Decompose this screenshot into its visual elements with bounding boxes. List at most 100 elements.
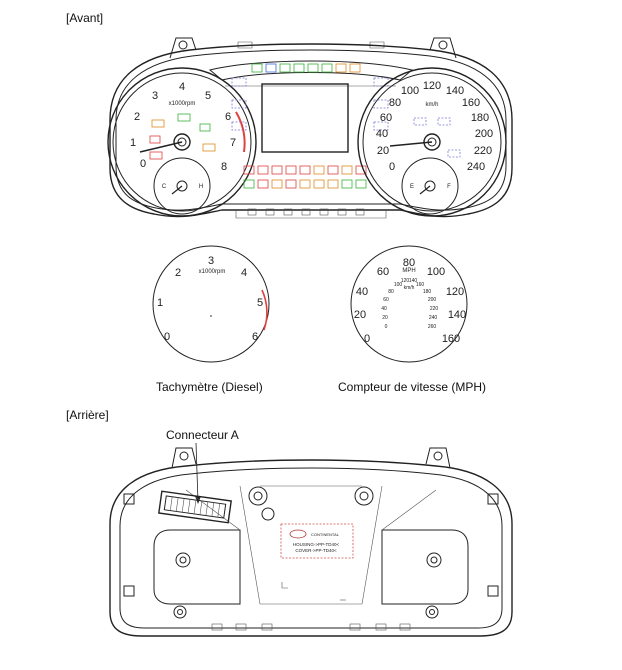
mph-inner-tick-260: 260 xyxy=(428,324,437,330)
indicator-icon xyxy=(355,165,367,175)
mph-tick-140: 140 xyxy=(448,309,466,321)
indicator-icon xyxy=(257,165,269,175)
front-speedo-tick-100: 100 xyxy=(401,85,419,97)
front-speedo-tick-40: 40 xyxy=(376,128,388,140)
front-speedo-tick-80: 80 xyxy=(389,97,401,109)
front-speedo-tick-140: 140 xyxy=(446,85,464,97)
front-tacho-tick-4: 4 xyxy=(179,81,185,93)
front-speedometer: km/h 0 20 40 60 80 100 120 140 160 180 2… xyxy=(357,67,507,217)
diesel-tachometer: x1000rpm 0 1 2 3 4 5 6 xyxy=(152,245,270,363)
mph-inner-tick-180: 180 xyxy=(423,289,432,295)
front-tacho-tick-5: 5 xyxy=(205,90,211,102)
indicator-icon xyxy=(279,63,291,73)
indicator-icon xyxy=(321,63,333,73)
front-fuel-empty: E xyxy=(410,184,414,190)
mph-inner-tick-60: 60 xyxy=(383,297,389,303)
mph-unit: MPH xyxy=(402,268,415,274)
front-tacho-tick-7: 7 xyxy=(230,137,236,149)
front-speedo-tick-160: 160 xyxy=(462,97,480,109)
mph-inner-unit: km/h xyxy=(404,285,415,291)
front-speedo-unit: km/h xyxy=(425,102,438,108)
front-speedo-tick-0: 0 xyxy=(389,161,395,173)
rear-view-label: [Arrière] xyxy=(66,408,109,422)
front-cluster: x1000rpm 0 1 2 3 4 5 6 7 8 C xyxy=(107,37,513,219)
indicator-icon xyxy=(355,179,367,189)
indicator-icon xyxy=(257,179,269,189)
front-speedo-tick-20: 20 xyxy=(377,145,389,157)
indicator-icon xyxy=(243,179,255,189)
front-tacho-tick-0: 0 xyxy=(140,158,146,170)
indicator-icon xyxy=(265,63,277,73)
connector-a xyxy=(158,490,232,524)
mph-inner-tick-40: 40 xyxy=(381,306,387,312)
center-lcd-display xyxy=(261,83,349,153)
housing-marking: HOUSING->PP-TD40< xyxy=(293,542,340,547)
mph-tick-160: 160 xyxy=(442,333,460,345)
front-speedo-tick-180: 180 xyxy=(471,112,489,124)
front-tacho-tick-6: 6 xyxy=(225,111,231,123)
front-fuel-full: F xyxy=(447,184,451,190)
indicator-icon xyxy=(341,165,353,175)
indicator-icon xyxy=(327,165,339,175)
indicator-icon xyxy=(271,179,283,189)
diesel-tacho-tick-3: 3 xyxy=(208,255,214,267)
speedo-mph-caption: Compteur de vitesse (MPH) xyxy=(338,380,487,394)
indicator-icon xyxy=(335,63,347,73)
brand-text: CONTINENTAL xyxy=(311,532,340,537)
front-tacho-unit: x1000rpm xyxy=(169,101,196,107)
front-speedo-needle xyxy=(389,141,433,147)
mph-inner-tick-80: 80 xyxy=(388,289,394,295)
cover-marking: COVER->PP-TD40< xyxy=(295,548,337,553)
tacho-diesel-caption: Tachymètre (Diesel) xyxy=(156,380,263,394)
rear-cluster: CONTINENTAL HOUSING->PP-TD40< COVER->PP-… xyxy=(109,442,513,637)
front-speedo-tick-120: 120 xyxy=(423,80,441,92)
mph-inner-tick-100: 100 xyxy=(394,282,403,288)
front-fuel-gauge: E F xyxy=(401,157,459,215)
mph-tick-40: 40 xyxy=(356,286,368,298)
mph-inner-tick-120: 120 xyxy=(401,278,410,284)
brand-logo-icon xyxy=(289,529,307,539)
front-speedo-tick-220: 220 xyxy=(474,145,492,157)
front-speedo-tick-240: 240 xyxy=(467,161,485,173)
diesel-tacho-tick-0: 0 xyxy=(164,331,170,343)
warning-lamp-icon xyxy=(177,113,191,122)
indicator-icon xyxy=(341,179,353,189)
mph-inner-tick-20: 20 xyxy=(382,315,388,321)
indicator-icon xyxy=(285,165,297,175)
front-speedo-tick-60: 60 xyxy=(380,112,392,124)
mph-speedometer: MPH 0 20 40 60 80 100 120 140 160 km/h 0… xyxy=(350,245,468,363)
bottom-indicator-rows xyxy=(243,165,367,189)
diesel-tacho-tick-1: 1 xyxy=(157,297,163,309)
diesel-tacho-tick-4: 4 xyxy=(241,267,247,279)
front-tacho-needle xyxy=(139,141,183,153)
connector-leader-line xyxy=(195,442,199,503)
front-temp-hot: H xyxy=(199,184,203,190)
mph-inner-tick-200: 200 xyxy=(428,297,437,303)
indicator-icon xyxy=(327,179,339,189)
indicator-icon xyxy=(349,63,361,73)
indicator-icon xyxy=(313,179,325,189)
diesel-tacho-unit: x1000rpm xyxy=(199,269,226,275)
front-temp-cold: C xyxy=(162,184,167,190)
front-tacho-tick-8: 8 xyxy=(221,161,227,173)
recycle-icon xyxy=(261,507,275,521)
front-temp-gauge: C H xyxy=(153,157,211,215)
indicator-icon xyxy=(299,179,311,189)
warning-lamp-icon xyxy=(149,135,161,144)
mph-inner-tick-220: 220 xyxy=(430,306,439,312)
mph-inner-tick-140: 140 xyxy=(409,278,418,284)
front-tacho-redzone xyxy=(235,111,246,153)
indicator-icon xyxy=(271,165,283,175)
warning-lamp-icon xyxy=(202,143,216,152)
warning-lamp-icon xyxy=(199,123,211,132)
front-speedo-tick-200: 200 xyxy=(475,128,493,140)
diesel-tacho-tick-5: 5 xyxy=(257,297,263,309)
mph-inner-tick-160: 160 xyxy=(416,282,425,288)
front-tachometer: x1000rpm 0 1 2 3 4 5 6 7 8 xyxy=(107,67,257,217)
connector-a-label: Connecteur A xyxy=(166,428,239,442)
front-tacho-tick-3: 3 xyxy=(152,90,158,102)
indicator-icon xyxy=(299,165,311,175)
indicator-icon xyxy=(243,165,255,175)
front-view-label: [Avant] xyxy=(66,11,104,25)
